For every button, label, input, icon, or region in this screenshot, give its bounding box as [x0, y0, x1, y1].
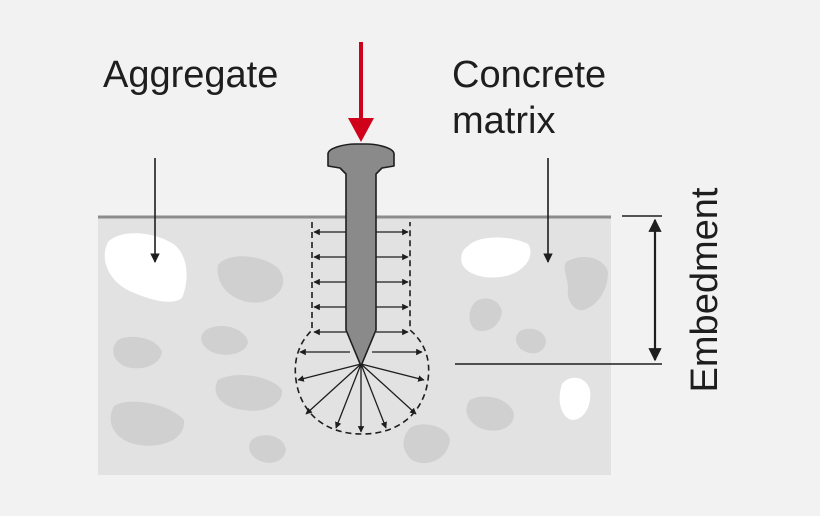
embedment-dimension: [455, 215, 662, 365]
concrete-matrix-label-line2: matrix: [452, 100, 556, 142]
concrete-matrix-label-line1: Concrete: [452, 54, 607, 96]
embedment-label: Embedment: [684, 187, 726, 393]
red-down-arrow-icon: [348, 42, 374, 142]
concrete-matrix-label: Concrete matrix: [452, 52, 606, 144]
aggregate-label: Aggregate: [103, 54, 279, 96]
aggregate-stones-light: [104, 233, 591, 420]
nail-fastener-icon: [327, 143, 395, 367]
failure-cone-outline: [294, 222, 430, 435]
stress-arrows: [297, 228, 425, 433]
aggregate-stones-dark: [110, 256, 608, 464]
